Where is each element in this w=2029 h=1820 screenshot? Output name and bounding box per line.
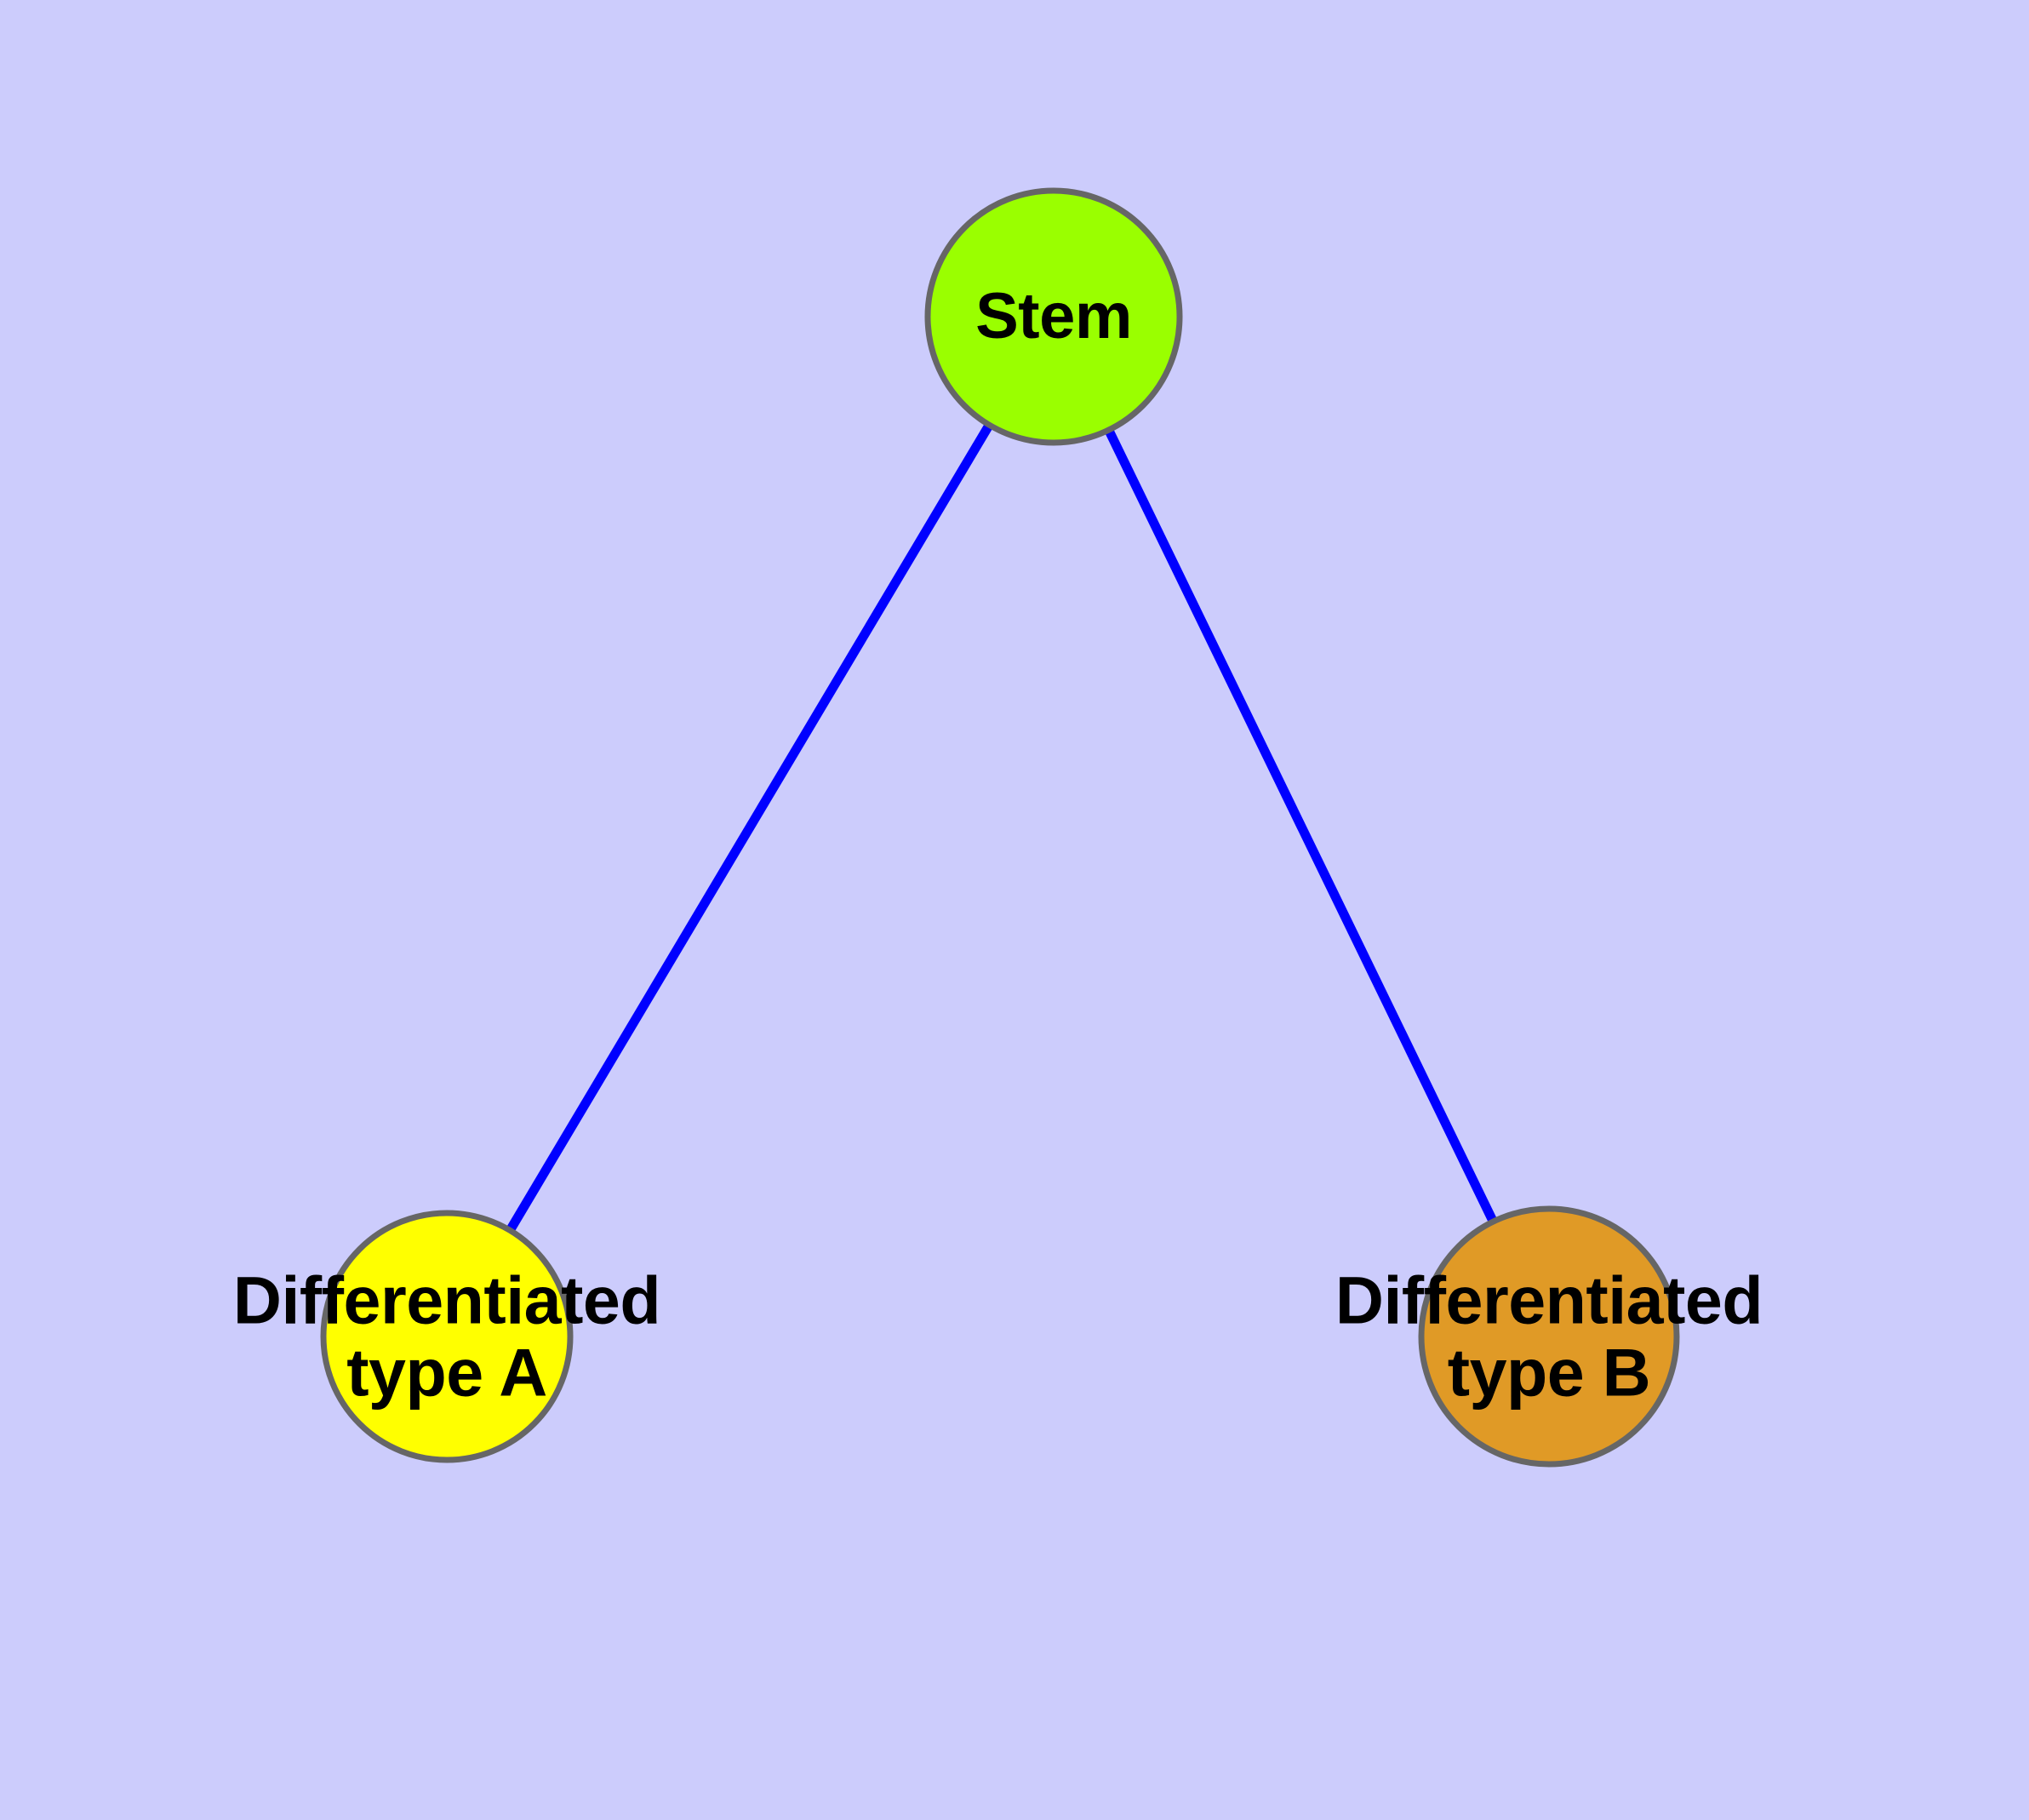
edge-stem-to-diff-b [1049, 314, 1553, 1339]
node-circle-diff-a[interactable] [320, 1210, 574, 1463]
node-layer [320, 187, 1680, 1468]
node-circle-stem[interactable] [924, 187, 1183, 446]
edge-layer [443, 314, 1553, 1339]
edge-stem-to-diff-a [443, 314, 1058, 1339]
node-circle-diff-b[interactable] [1418, 1205, 1680, 1468]
